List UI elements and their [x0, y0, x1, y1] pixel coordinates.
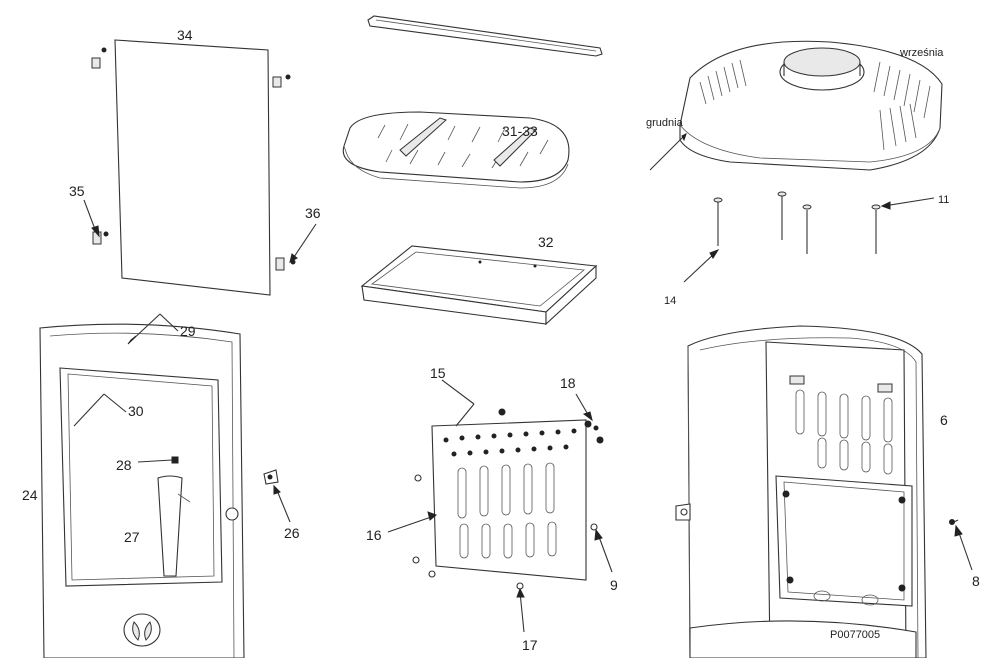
label-8: 8	[972, 573, 980, 589]
label-35: 35	[69, 183, 85, 199]
label-17: 17	[522, 637, 538, 653]
label-34: 34	[177, 27, 193, 43]
label-plate-code: P0077005	[830, 629, 880, 641]
label-6: 6	[940, 412, 948, 428]
label-15: 15	[430, 365, 446, 381]
label-27: 27	[124, 529, 140, 545]
part-31-33-grate	[342, 111, 570, 189]
label-24: 24	[22, 487, 38, 503]
part-6-body	[675, 325, 927, 658]
label-26: 26	[284, 525, 300, 541]
part-8-screw	[949, 519, 959, 525]
part-32-ash-pan	[360, 245, 598, 326]
label-16: 16	[366, 527, 382, 543]
part-24-door	[39, 323, 245, 658]
label-18: 18	[560, 375, 576, 391]
label-29: 29	[180, 323, 196, 339]
label-28: 28	[116, 457, 132, 473]
part-26-latch	[263, 469, 279, 485]
part-deflector-rod	[367, 15, 603, 57]
label-11: 11	[938, 194, 949, 206]
part-bolts	[713, 191, 881, 254]
label-36: 36	[305, 205, 321, 221]
label-30: 30	[128, 403, 144, 419]
label-32: 32	[538, 234, 554, 250]
part-34-panel	[91, 39, 296, 296]
label-31-33: 31-33	[502, 123, 538, 139]
label-wrzesnia: września	[899, 47, 944, 59]
part-15-16-plate	[412, 408, 604, 590]
label-9: 9	[610, 577, 618, 593]
label-14: 14	[664, 295, 676, 307]
part-top-cover	[679, 40, 943, 171]
label-grudnia: grudnia	[646, 117, 684, 129]
